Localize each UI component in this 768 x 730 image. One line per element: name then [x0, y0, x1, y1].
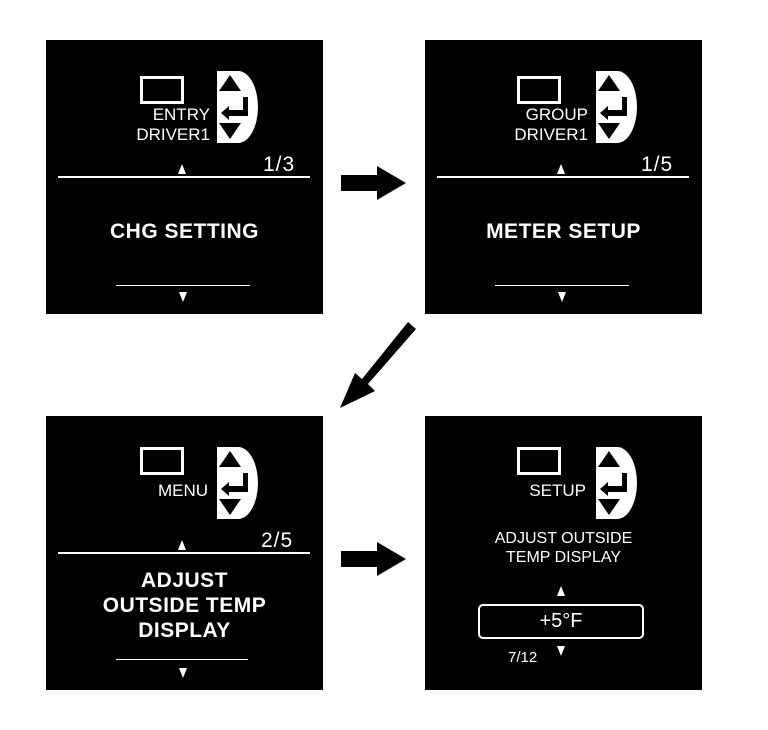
menu-item-text: METER SETUP	[486, 220, 641, 243]
setting-title-line-2: TEMP DISPLAY	[506, 549, 621, 566]
setting-title-line-1: ADJUST OUTSIDE	[494, 530, 633, 547]
header-divider	[58, 176, 310, 178]
up-triangle-icon	[178, 540, 186, 550]
mode-label: SETUP	[529, 481, 586, 500]
down-triangle-icon	[557, 646, 565, 656]
menu-item-text-line-2: OUTSIDE TEMP	[102, 594, 267, 617]
mode-label: ENTRY	[152, 105, 210, 124]
flow-arrow-icon	[341, 166, 406, 200]
up-enter-down-control-icon	[596, 71, 637, 143]
menu-item-text: CHG SETTING	[109, 220, 259, 243]
display-screen-entry: ENTRY DRIVER1 1/3 CHG SETTING	[46, 40, 323, 314]
down-triangle-icon	[558, 292, 566, 302]
menu-item-text-line-3: DISPLAY	[138, 619, 231, 642]
display-frame-icon	[517, 76, 561, 104]
down-triangle-icon	[179, 292, 187, 302]
page-indicator: 1/5	[641, 153, 674, 176]
display-screen-setup: SETUP ADJUST OUTSIDE TEMP DISPLAY +5°F 7…	[425, 416, 702, 690]
flow-arrow-icon	[340, 322, 416, 408]
down-triangle-icon	[179, 668, 187, 678]
page-indicator: 2/5	[261, 529, 294, 552]
header-divider	[437, 176, 689, 178]
up-triangle-icon	[557, 586, 565, 596]
up-enter-down-control-icon	[217, 71, 258, 143]
display-frame-icon	[140, 76, 184, 104]
up-enter-down-control-icon	[217, 447, 258, 519]
display-frame-icon	[517, 447, 561, 475]
footer-divider	[116, 659, 248, 660]
mode-label: GROUP	[525, 105, 588, 124]
mode-label: MENU	[157, 481, 208, 500]
page-indicator: 1/3	[263, 153, 296, 176]
footer-divider	[495, 285, 629, 286]
driver-label: DRIVER1	[514, 125, 588, 144]
flow-arrow-icon	[341, 542, 406, 576]
display-screen-menu: MENU 2/5 ADJUST OUTSIDE TEMP DISPLAY	[46, 416, 323, 690]
temperature-offset-value: +5°F	[478, 604, 644, 639]
driver-label: DRIVER1	[136, 125, 210, 144]
header-divider	[58, 552, 310, 554]
display-frame-icon	[140, 447, 184, 475]
item-count: 7/12	[508, 649, 538, 666]
footer-divider	[116, 285, 250, 286]
up-triangle-icon	[557, 164, 565, 174]
up-enter-down-control-icon	[596, 447, 637, 519]
up-triangle-icon	[178, 164, 186, 174]
display-screen-group: GROUP DRIVER1 1/5 METER SETUP	[425, 40, 702, 314]
menu-item-text-line-1: ADJUST	[140, 569, 228, 592]
